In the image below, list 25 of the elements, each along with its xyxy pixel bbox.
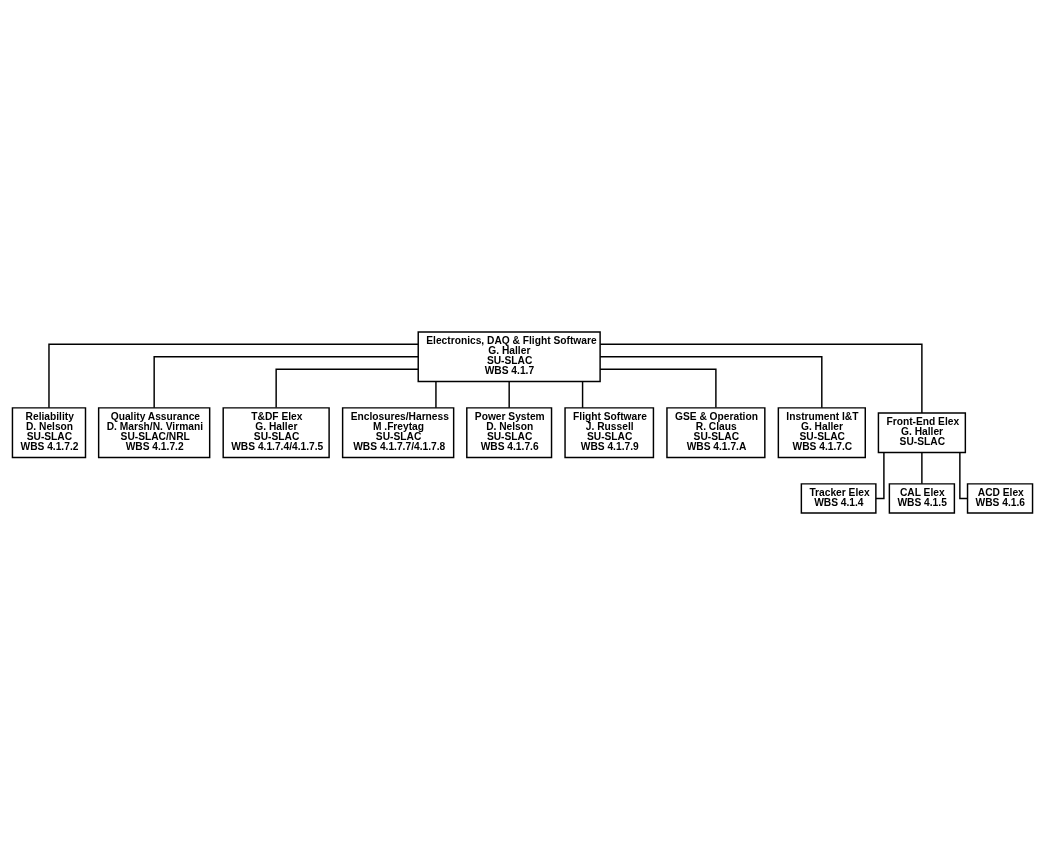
- node-box: CAL Elex WBS 4.1.5: [888, 483, 956, 514]
- connector: [153, 356, 419, 409]
- connector: [48, 343, 419, 409]
- node-box: ACD Elex WBS 4.1.6: [966, 483, 1034, 514]
- connector: [275, 368, 419, 409]
- node-box: GSE & Operation R. Claus SU-SLAC WBS 4.1.7.A: [666, 407, 766, 459]
- node-box: T&DF Elex G. Haller SU-SLAC WBS 4.1.7.4/4.1.7.5: [222, 407, 330, 459]
- node-box: Reliability D. Nelson SU-SLAC WBS 4.1.7.2: [11, 407, 87, 459]
- connector: [959, 451, 969, 500]
- connector: [508, 380, 510, 409]
- node-box: Front-End Elex G. Haller SU-SLAC: [877, 412, 967, 454]
- node-box: Flight Software J. Russell SU-SLAC WBS 4.1.7.9: [564, 407, 655, 459]
- node-box: Quality Assurance D. Marsh/N. Virmani SU-SLAC/NRL WBS 4.1.7.2: [97, 407, 211, 459]
- node-box: Tracker Elex WBS 4.1.4: [800, 483, 877, 514]
- connector: [581, 380, 584, 409]
- connector: [599, 343, 923, 414]
- connector: [599, 368, 717, 409]
- connector: [599, 356, 823, 409]
- connector: [921, 451, 923, 485]
- connector: [875, 451, 885, 500]
- node-box: Enclosures/Harness M .Freytag SU-SLAC WBS 4.1.7.7/4.1.7.8: [341, 407, 455, 459]
- node-box: Power System D. Nelson SU-SLAC WBS 4.1.7.6: [466, 407, 553, 459]
- node-box: Instrument I&T G. Haller SU-SLAC WBS 4.1.7.C: [777, 407, 866, 459]
- node-box: Electronics, DAQ & Flight Software G. Haller SU-SLAC WBS 4.1.7: [417, 331, 601, 383]
- connector: [435, 380, 437, 409]
